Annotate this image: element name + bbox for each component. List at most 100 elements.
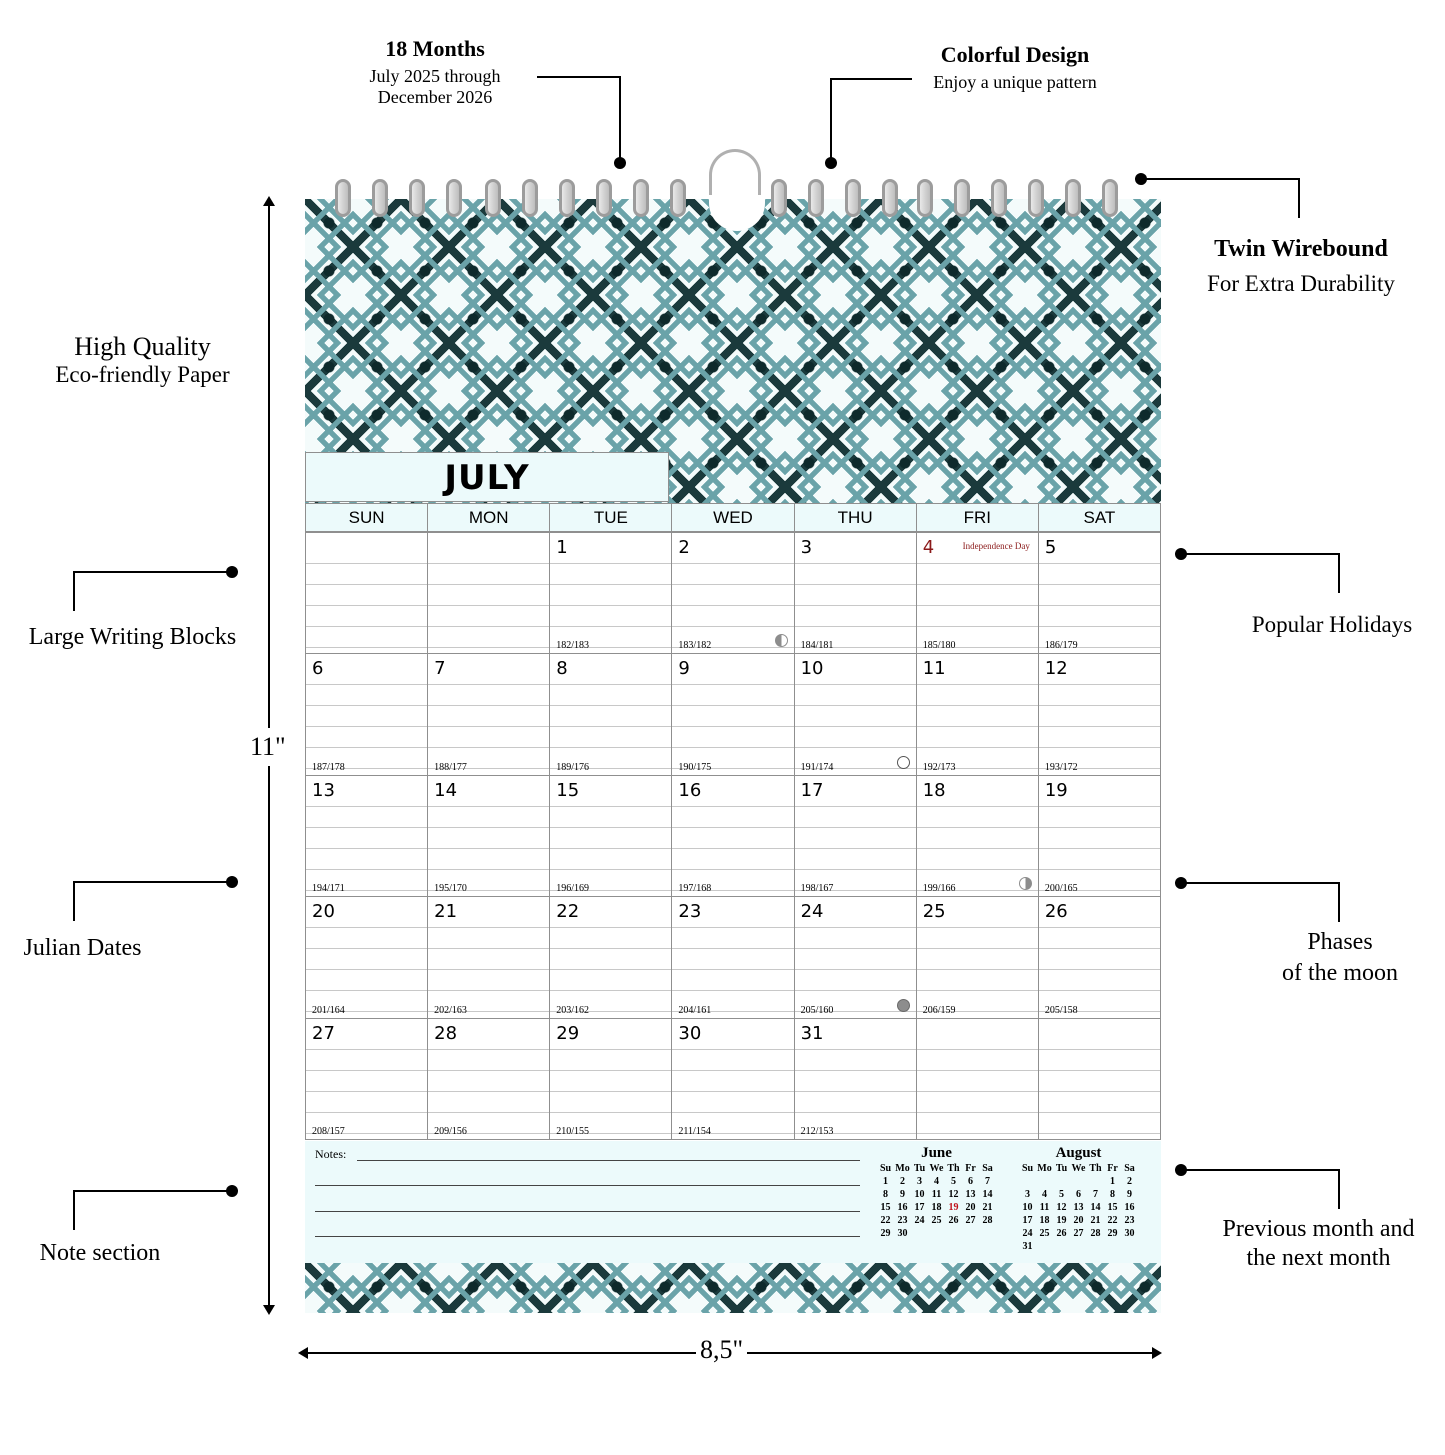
mini-day: 14 xyxy=(1090,1202,1101,1213)
callout-julian-dates: Julian Dates xyxy=(23,935,142,961)
mini-day: 12 xyxy=(948,1189,959,1200)
day-number: 31 xyxy=(800,1022,824,1044)
callout-line: of the moon xyxy=(1282,960,1398,986)
callout-line: For Extra Durability xyxy=(1207,271,1395,296)
day-number: 27 xyxy=(312,1022,335,1044)
julian-date: 187/178 xyxy=(312,761,345,773)
day-number: 14 xyxy=(434,779,458,801)
note-line[interactable] xyxy=(315,1185,860,1186)
mini-weekday: Th xyxy=(1089,1163,1102,1174)
note-line[interactable] xyxy=(315,1211,860,1212)
mini-day: 29 xyxy=(880,1228,891,1239)
mini-week-row: 31 xyxy=(1019,1240,1138,1253)
mini-day: 13 xyxy=(1073,1202,1084,1213)
wire-ring xyxy=(1028,179,1044,217)
julian-date: 192/173 xyxy=(922,761,956,773)
mini-day: 28 xyxy=(982,1215,993,1226)
julian-date: 191/174 xyxy=(800,761,834,773)
weekday-label: FRI xyxy=(915,504,1038,531)
leader-dot xyxy=(825,157,837,169)
mini-month-title: August xyxy=(1055,1145,1102,1161)
julian-date: 197/168 xyxy=(678,883,712,895)
callout-note-section: Note section xyxy=(39,1240,161,1266)
leader-line xyxy=(1338,553,1340,593)
arrow-up-icon xyxy=(263,196,275,206)
day-cell[interactable]: 6 187/178 xyxy=(305,653,428,775)
mini-day: 10 xyxy=(914,1189,925,1200)
mini-weekday: Fr xyxy=(965,1163,976,1174)
leader-line xyxy=(73,1190,233,1192)
day-number: 6 xyxy=(312,658,324,680)
mini-weekday: Sa xyxy=(1124,1163,1135,1174)
day-cell[interactable] xyxy=(915,1017,1038,1139)
note-line[interactable] xyxy=(357,1160,860,1161)
wire-ring xyxy=(446,179,462,217)
callout-line: Eco-friendly Paper xyxy=(55,362,230,387)
mini-day: 21 xyxy=(982,1202,993,1213)
day-number: 29 xyxy=(556,1022,580,1044)
mini-weekday: Tu xyxy=(913,1163,926,1174)
callout-moon-phases: Phases of the moon xyxy=(1240,929,1440,987)
mini-day: 24 xyxy=(914,1215,925,1226)
julian-date: 206/159 xyxy=(922,1004,956,1016)
note-line[interactable] xyxy=(315,1236,860,1237)
day-number: 7 xyxy=(434,658,446,680)
wire-ring xyxy=(559,179,575,217)
mini-day: 23 xyxy=(1124,1215,1135,1226)
arrow-right-icon xyxy=(1152,1347,1162,1359)
day-cell[interactable] xyxy=(427,532,550,654)
day-cell[interactable] xyxy=(305,532,428,654)
day-number: 2 xyxy=(678,537,690,558)
mini-day: 6 xyxy=(1076,1189,1081,1200)
leader-line xyxy=(1298,178,1300,218)
mini-day xyxy=(1053,1175,1070,1188)
day-cell[interactable] xyxy=(1037,1017,1160,1139)
mini-weekday: Mo xyxy=(895,1163,910,1174)
mini-weekday: We xyxy=(929,1163,944,1174)
mini-day: 28 xyxy=(1090,1228,1101,1239)
wire-ring xyxy=(917,179,933,217)
julian-date: 203/162 xyxy=(556,1004,590,1016)
leader-line xyxy=(537,76,621,78)
wire-ring xyxy=(808,179,824,217)
callout-line: July 2025 through xyxy=(369,66,501,86)
callout-popular-holidays: Popular Holidays xyxy=(1251,612,1413,637)
mini-day: 30 xyxy=(897,1228,908,1239)
mini-day: 14 xyxy=(982,1189,993,1200)
